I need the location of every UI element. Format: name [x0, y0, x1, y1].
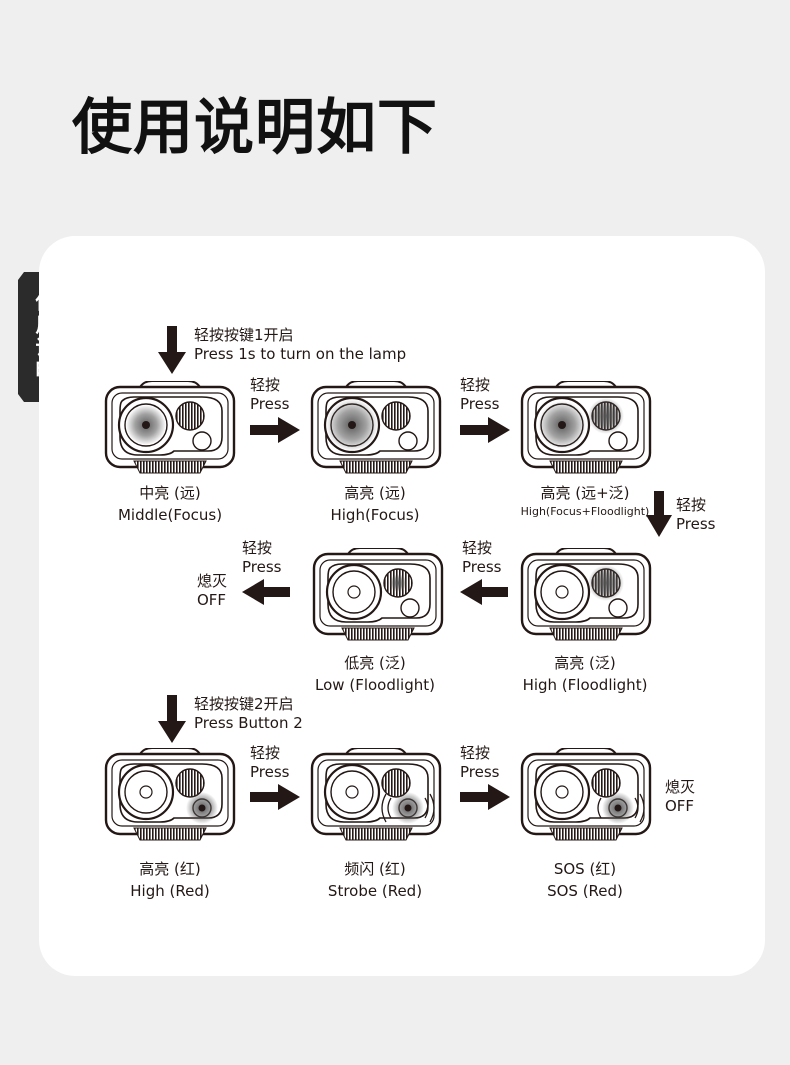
press-label-en: Press — [250, 763, 290, 781]
mode-label-cn: SOS (红) — [553, 860, 617, 878]
mode-label-cn: 低亮 (泛) — [344, 654, 406, 672]
off-label-cn: 熄灭 — [665, 778, 696, 796]
lamp-strobe-red-icon — [310, 748, 442, 846]
press-label-en: Press — [676, 515, 716, 533]
lamp-high-focus-icon — [310, 381, 442, 479]
down-arrow-icon — [646, 491, 672, 537]
off-label-cn: 熄灭 — [197, 572, 228, 590]
lamp-low-flood-icon — [312, 548, 444, 646]
mode-label-cn: 高亮 (远+泛) — [540, 484, 630, 502]
mode-label-cn: 高亮 (泛) — [554, 654, 616, 672]
right-arrow-icon — [460, 784, 510, 810]
off-label-en: OFF — [197, 591, 227, 609]
press-label-cn: 轻按 — [242, 539, 273, 557]
button1-instruction-cn: 轻按按键1开启 — [194, 326, 294, 344]
button2-instruction-en: Press Button 2 — [194, 714, 303, 732]
mode-label-en: Middle(Focus) — [117, 506, 223, 524]
press-label-cn: 轻按 — [250, 376, 281, 394]
mode-label-en: SOS (Red) — [547, 882, 623, 900]
button2-instruction-cn: 轻按按键2开启 — [194, 695, 294, 713]
page-title: 使用说明如下 — [72, 93, 438, 163]
press-label-cn: 轻按 — [250, 744, 281, 762]
mode-label-en: High(Focus+Floodlight) — [520, 505, 650, 518]
press-label-cn: 轻按 — [676, 496, 707, 514]
press-label-en: Press — [460, 763, 500, 781]
press-label-cn: 轻按 — [462, 539, 493, 557]
right-arrow-icon — [250, 784, 300, 810]
lamp-high-red-icon — [104, 748, 236, 846]
right-arrow-icon — [460, 417, 510, 443]
lamp-sos-red-icon — [520, 748, 652, 846]
lamp-high-flood-icon — [520, 548, 652, 646]
mode-label-en: High(Focus) — [330, 506, 420, 524]
mode-label-cn: 中亮 (远) — [139, 484, 201, 502]
mode-label-cn: 频闪 (红) — [344, 860, 406, 878]
down-arrow-icon — [158, 695, 186, 743]
press-label-cn: 轻按 — [460, 744, 491, 762]
press-label-en: Press — [462, 558, 502, 576]
right-arrow-icon — [250, 417, 300, 443]
press-label-en: Press — [250, 395, 290, 413]
press-label-en: Press — [460, 395, 500, 413]
press-label-en: Press — [242, 558, 282, 576]
button1-instruction-en: Press 1s to turn on the lamp — [194, 345, 407, 363]
mode-label-en: Strobe (Red) — [327, 882, 423, 900]
lamp-high-focus-flood-icon — [520, 381, 652, 479]
down-arrow-icon — [158, 326, 186, 374]
mode-label-cn: 高亮 (远) — [344, 484, 406, 502]
mode-label-cn: 高亮 (红) — [139, 860, 201, 878]
off-label-en: OFF — [665, 797, 695, 815]
mode-label-en: High (Floodlight) — [522, 676, 648, 694]
left-arrow-icon — [460, 579, 508, 605]
left-arrow-icon — [242, 579, 290, 605]
mode-label-en: Low (Floodlight) — [315, 676, 435, 694]
press-label-cn: 轻按 — [460, 376, 491, 394]
mode-label-en: High (Red) — [130, 882, 210, 900]
lamp-middle-focus-icon — [104, 381, 236, 479]
